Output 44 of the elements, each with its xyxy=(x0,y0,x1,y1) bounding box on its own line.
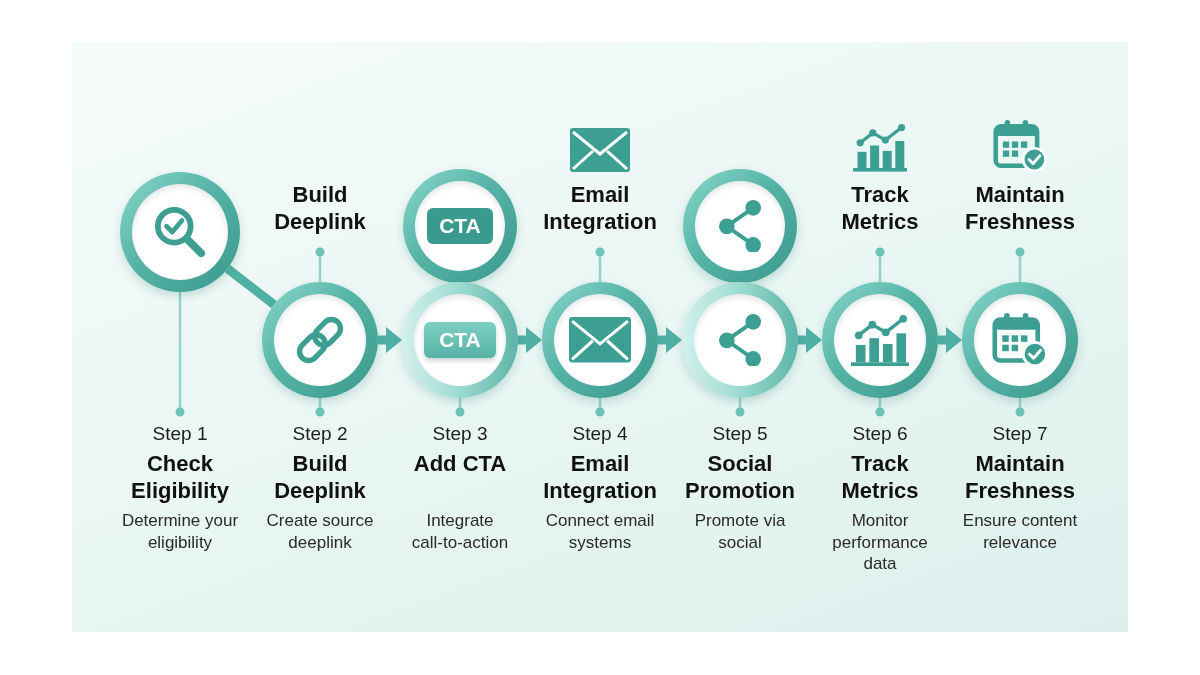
leader-line xyxy=(1015,247,1025,282)
step-title: Track Metrics xyxy=(840,181,920,235)
step-label: Step 1 xyxy=(152,422,208,446)
step-description: Determine your eligibility xyxy=(121,510,239,553)
leader-line xyxy=(595,398,605,417)
step-description: Promote via social xyxy=(694,510,786,553)
step-title: Maintain Freshness xyxy=(964,181,1076,235)
step-label: Step 6 xyxy=(852,422,908,446)
leader-line xyxy=(315,247,325,282)
leader-line xyxy=(735,398,745,417)
arrow xyxy=(518,326,542,354)
step-description: Create source deeplink xyxy=(266,510,374,553)
step-title: Check Eligibility xyxy=(130,450,230,504)
step-title: Email Integration xyxy=(542,181,658,235)
step-label: Step 5 xyxy=(712,422,768,446)
step-label: Step 2 xyxy=(292,422,348,446)
step-description: Connect email systems xyxy=(545,510,655,553)
step-description: Monitor performance data xyxy=(831,510,929,575)
step-label: Step 3 xyxy=(432,422,488,446)
connector-bar xyxy=(224,265,277,309)
cta-badge: CTA xyxy=(424,322,496,358)
leader-line xyxy=(595,247,605,282)
cta-badge: CTA xyxy=(427,208,493,244)
leader-line xyxy=(875,247,885,282)
step-title: Add CTA xyxy=(413,450,507,477)
step-title: Maintain Freshness xyxy=(964,450,1076,504)
step-title: Build Deeplink xyxy=(273,450,367,504)
arrow xyxy=(658,326,682,354)
step-title: Social Promotion xyxy=(684,450,796,504)
leader-line xyxy=(175,292,185,417)
leader-line xyxy=(455,398,465,417)
arrow xyxy=(378,326,402,354)
step-title: Build Deeplink xyxy=(273,181,367,235)
step-label: Step 7 xyxy=(992,422,1048,446)
step-title: Email Integration xyxy=(542,450,658,504)
step-description: Ensure content relevance xyxy=(962,510,1078,553)
leader-line xyxy=(315,398,325,417)
step-title: Track Metrics xyxy=(840,450,920,504)
arrow xyxy=(938,326,962,354)
step-description: Integrate call-to-action xyxy=(411,510,509,553)
arrow xyxy=(798,326,822,354)
leader-line xyxy=(1015,398,1025,417)
step-label: Step 4 xyxy=(572,422,628,446)
leader-line xyxy=(875,398,885,417)
